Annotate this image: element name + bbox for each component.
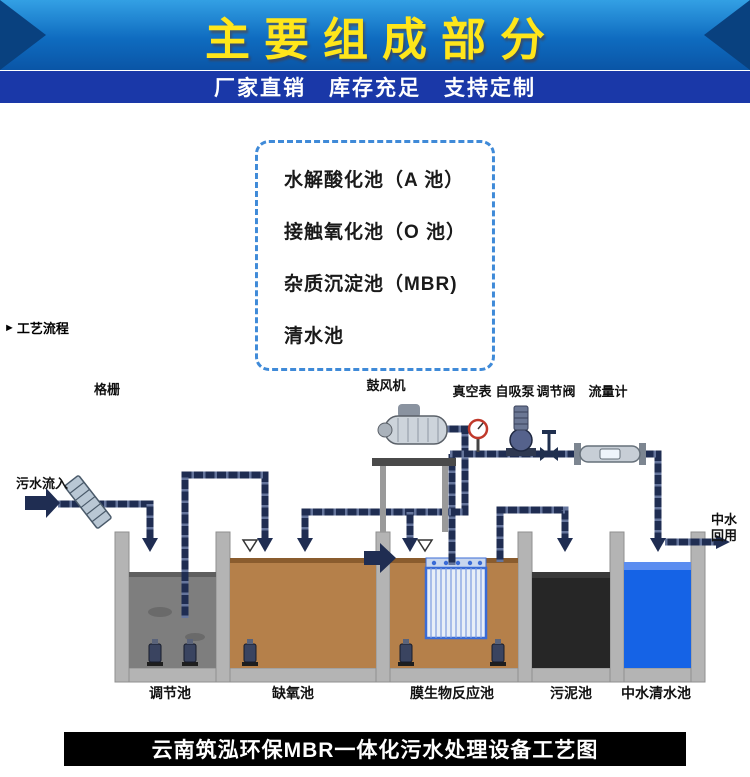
label-reuse-line2: 回用 bbox=[711, 528, 737, 543]
flow-meter-device bbox=[574, 443, 646, 465]
label-tank-equalization: 调节池 bbox=[149, 685, 191, 701]
label-tank-clearwater: 中水清水池 bbox=[621, 685, 691, 701]
flow-arrows bbox=[25, 488, 730, 573]
label-tank-mbr: 膜生物反应池 bbox=[410, 685, 494, 701]
caption-text: 云南筑泓环保MBR一体化污水处理设备工艺图 bbox=[151, 739, 599, 762]
label-vacuum-gauge: 真空表 bbox=[452, 384, 492, 399]
tank-clearwater bbox=[624, 562, 691, 668]
component-item: 接触氧化池（O 池） bbox=[283, 222, 467, 243]
label-self-priming-pump: 自吸泵 bbox=[495, 384, 534, 399]
regulating-valve-device bbox=[540, 430, 558, 461]
process-flow-label: 工艺流程 bbox=[16, 321, 69, 336]
subtitle-bar: 厂家直销 库存充足 支持定制 bbox=[0, 71, 750, 103]
arrow-bullet-icon: ► bbox=[4, 321, 15, 334]
tank-structure bbox=[114, 531, 706, 683]
vacuum-gauge bbox=[467, 418, 489, 452]
equipment bbox=[64, 404, 646, 532]
banner-ribbon-right-icon bbox=[704, 0, 750, 70]
blower bbox=[372, 404, 456, 532]
process-diagram-svg: 格栅 鼓风机 真空表 自吸泵 调节阀 流量计 污水流入 中水 回用 调节池 缺氧… bbox=[16, 378, 738, 701]
label-inflow: 污水流入 bbox=[16, 476, 68, 491]
banner-ribbon-left-icon bbox=[0, 0, 46, 70]
label-tank-anoxic: 缺氧池 bbox=[272, 685, 314, 701]
inflow-arrow-icon bbox=[25, 488, 60, 518]
bar-screen bbox=[64, 475, 112, 529]
subtitle-text: 厂家直销 库存充足 支持定制 bbox=[214, 77, 536, 100]
components-box: 水解酸化池（A 池） 接触氧化池（O 池） 杂质沉淀池（MBR) 清水池 bbox=[254, 140, 496, 371]
tank-sludge bbox=[532, 572, 610, 668]
component-item: 清水池 bbox=[283, 326, 344, 347]
diagram-labels: 格栅 鼓风机 真空表 自吸泵 调节阀 流量计 污水流入 中水 回用 调节池 缺氧… bbox=[16, 378, 738, 701]
component-item: 水解酸化池（A 池） bbox=[283, 170, 465, 191]
main-title-banner: 主要组成部分 bbox=[0, 0, 750, 70]
page-title: 主要组成部分 bbox=[204, 13, 559, 65]
component-item: 杂质沉淀池（MBR) bbox=[283, 274, 458, 295]
label-grid: 格栅 bbox=[94, 382, 120, 397]
tank-equalization bbox=[129, 572, 216, 668]
label-regulating-valve: 调节阀 bbox=[536, 384, 575, 399]
label-tank-sludge: 污泥池 bbox=[550, 685, 592, 701]
water-level-marks bbox=[241, 539, 434, 553]
membrane-module bbox=[424, 557, 488, 640]
label-flow-meter: 流量计 bbox=[588, 384, 627, 399]
label-blower: 鼓风机 bbox=[366, 378, 405, 393]
process-diagram: 格栅 鼓风机 真空表 自吸泵 调节阀 流量计 污水流入 中水 回用 调节池 缺氧… bbox=[0, 372, 750, 730]
self-priming-pump-device bbox=[506, 405, 536, 456]
caption-bar: 云南筑泓环保MBR一体化污水处理设备工艺图 bbox=[64, 732, 686, 766]
process-flow-heading: ► 工艺流程 bbox=[4, 318, 69, 337]
label-reuse-line1: 中水 bbox=[711, 512, 738, 527]
